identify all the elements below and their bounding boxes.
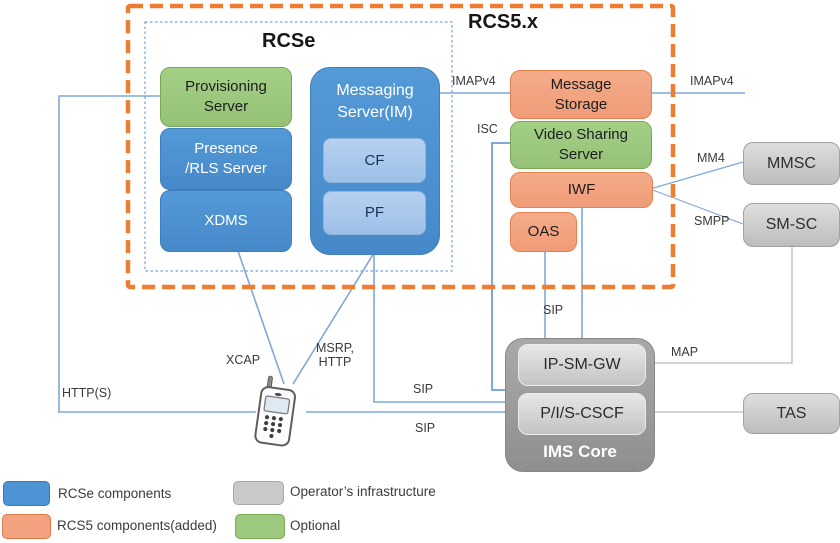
node-tas: TAS bbox=[743, 393, 840, 434]
label-smpp: SMPP bbox=[694, 214, 730, 228]
label-imapv4-left: IMAPv4 bbox=[452, 74, 496, 88]
label-imapv4-right: IMAPv4 bbox=[690, 74, 734, 88]
node-iwf: IWF bbox=[510, 172, 653, 208]
legend-swatch-operator bbox=[233, 481, 284, 505]
legend-label-operator: Operator’s infrastructure bbox=[290, 484, 436, 499]
label-map: MAP bbox=[671, 345, 699, 359]
edge-isc bbox=[491, 142, 511, 391]
label-sip-oas: SIP bbox=[543, 303, 564, 317]
mobile-phone-icon bbox=[254, 375, 297, 447]
node-cf: CF bbox=[323, 138, 426, 183]
edge-https bbox=[58, 95, 256, 413]
edge-msrp-http bbox=[292, 252, 375, 385]
smsc-label: SM-SC bbox=[765, 216, 818, 234]
node-message-storage: Message Storage bbox=[510, 70, 652, 119]
ip-sm-gw-label: IP-SM-GW bbox=[543, 356, 621, 374]
oas-label: OAS bbox=[527, 223, 560, 241]
edge-mm4 bbox=[649, 161, 744, 190]
mmsc-label: MMSC bbox=[767, 154, 816, 172]
edge-sip-messaging bbox=[373, 253, 506, 403]
legend-swatch-rcs5 bbox=[2, 514, 51, 539]
node-provisioning-server: Provisioning Server bbox=[160, 67, 292, 127]
rcs5x-dashed-border bbox=[125, 3, 676, 290]
presence-rls-server-label: Presence /RLS Server bbox=[185, 140, 267, 177]
node-ims-core: IP-SM-GW P/I/S-CSCF IMS Core bbox=[505, 338, 655, 472]
node-pis-cscf: P/I/S-CSCF bbox=[518, 393, 646, 435]
legend-swatch-optional bbox=[235, 514, 285, 539]
label-sip-phone: SIP bbox=[415, 421, 436, 435]
rcse-dotted-border bbox=[144, 21, 453, 272]
label-isc: ISC bbox=[477, 122, 498, 136]
label-msrp-http: MSRP, HTTP bbox=[316, 341, 354, 369]
tas-label: TAS bbox=[776, 404, 807, 422]
label-https: HTTP(S) bbox=[62, 386, 112, 400]
rcse-region-title: RCSe bbox=[262, 30, 316, 52]
ims-core-label: IMS Core bbox=[543, 441, 617, 461]
rcs5x-region-title: RCS5.x bbox=[468, 11, 539, 33]
message-storage-label: Message Storage bbox=[550, 75, 612, 113]
pf-label: PF bbox=[364, 204, 385, 222]
provisioning-server-label: Provisioning Server bbox=[185, 78, 267, 115]
edge-smpp bbox=[649, 188, 744, 225]
cf-label: CF bbox=[364, 151, 385, 169]
node-smsc: SM-SC bbox=[743, 203, 840, 247]
node-xdms: XDMS bbox=[160, 190, 292, 252]
messaging-server-label: Messaging Server(IM) bbox=[336, 82, 414, 122]
legend-swatch-rcse bbox=[3, 481, 50, 506]
node-mmsc: MMSC bbox=[743, 142, 840, 185]
node-video-sharing-server: Video Sharing Server bbox=[510, 121, 652, 169]
video-sharing-server-label: Video Sharing Server bbox=[534, 126, 628, 163]
legend-label-optional: Optional bbox=[290, 518, 341, 533]
label-xcap: XCAP bbox=[226, 353, 261, 367]
pis-cscf-label: P/I/S-CSCF bbox=[540, 405, 624, 423]
node-oas: OAS bbox=[510, 212, 577, 252]
node-presence-rls-server: Presence /RLS Server bbox=[160, 128, 292, 190]
node-ip-sm-gw: IP-SM-GW bbox=[518, 344, 646, 386]
iwf-label: IWF bbox=[567, 181, 596, 199]
label-sip-messaging: SIP bbox=[413, 382, 434, 396]
node-messaging-server: Messaging Server(IM) CF PF bbox=[310, 67, 440, 255]
legend-label-rcse: RCSe components bbox=[58, 486, 172, 501]
node-pf: PF bbox=[323, 191, 426, 235]
label-mm4: MM4 bbox=[697, 151, 725, 165]
edge-xcap bbox=[237, 250, 285, 385]
xdms-label: XDMS bbox=[204, 212, 248, 230]
edge-map bbox=[644, 246, 793, 364]
legend-label-rcs5: RCS5 components(added) bbox=[57, 518, 217, 533]
